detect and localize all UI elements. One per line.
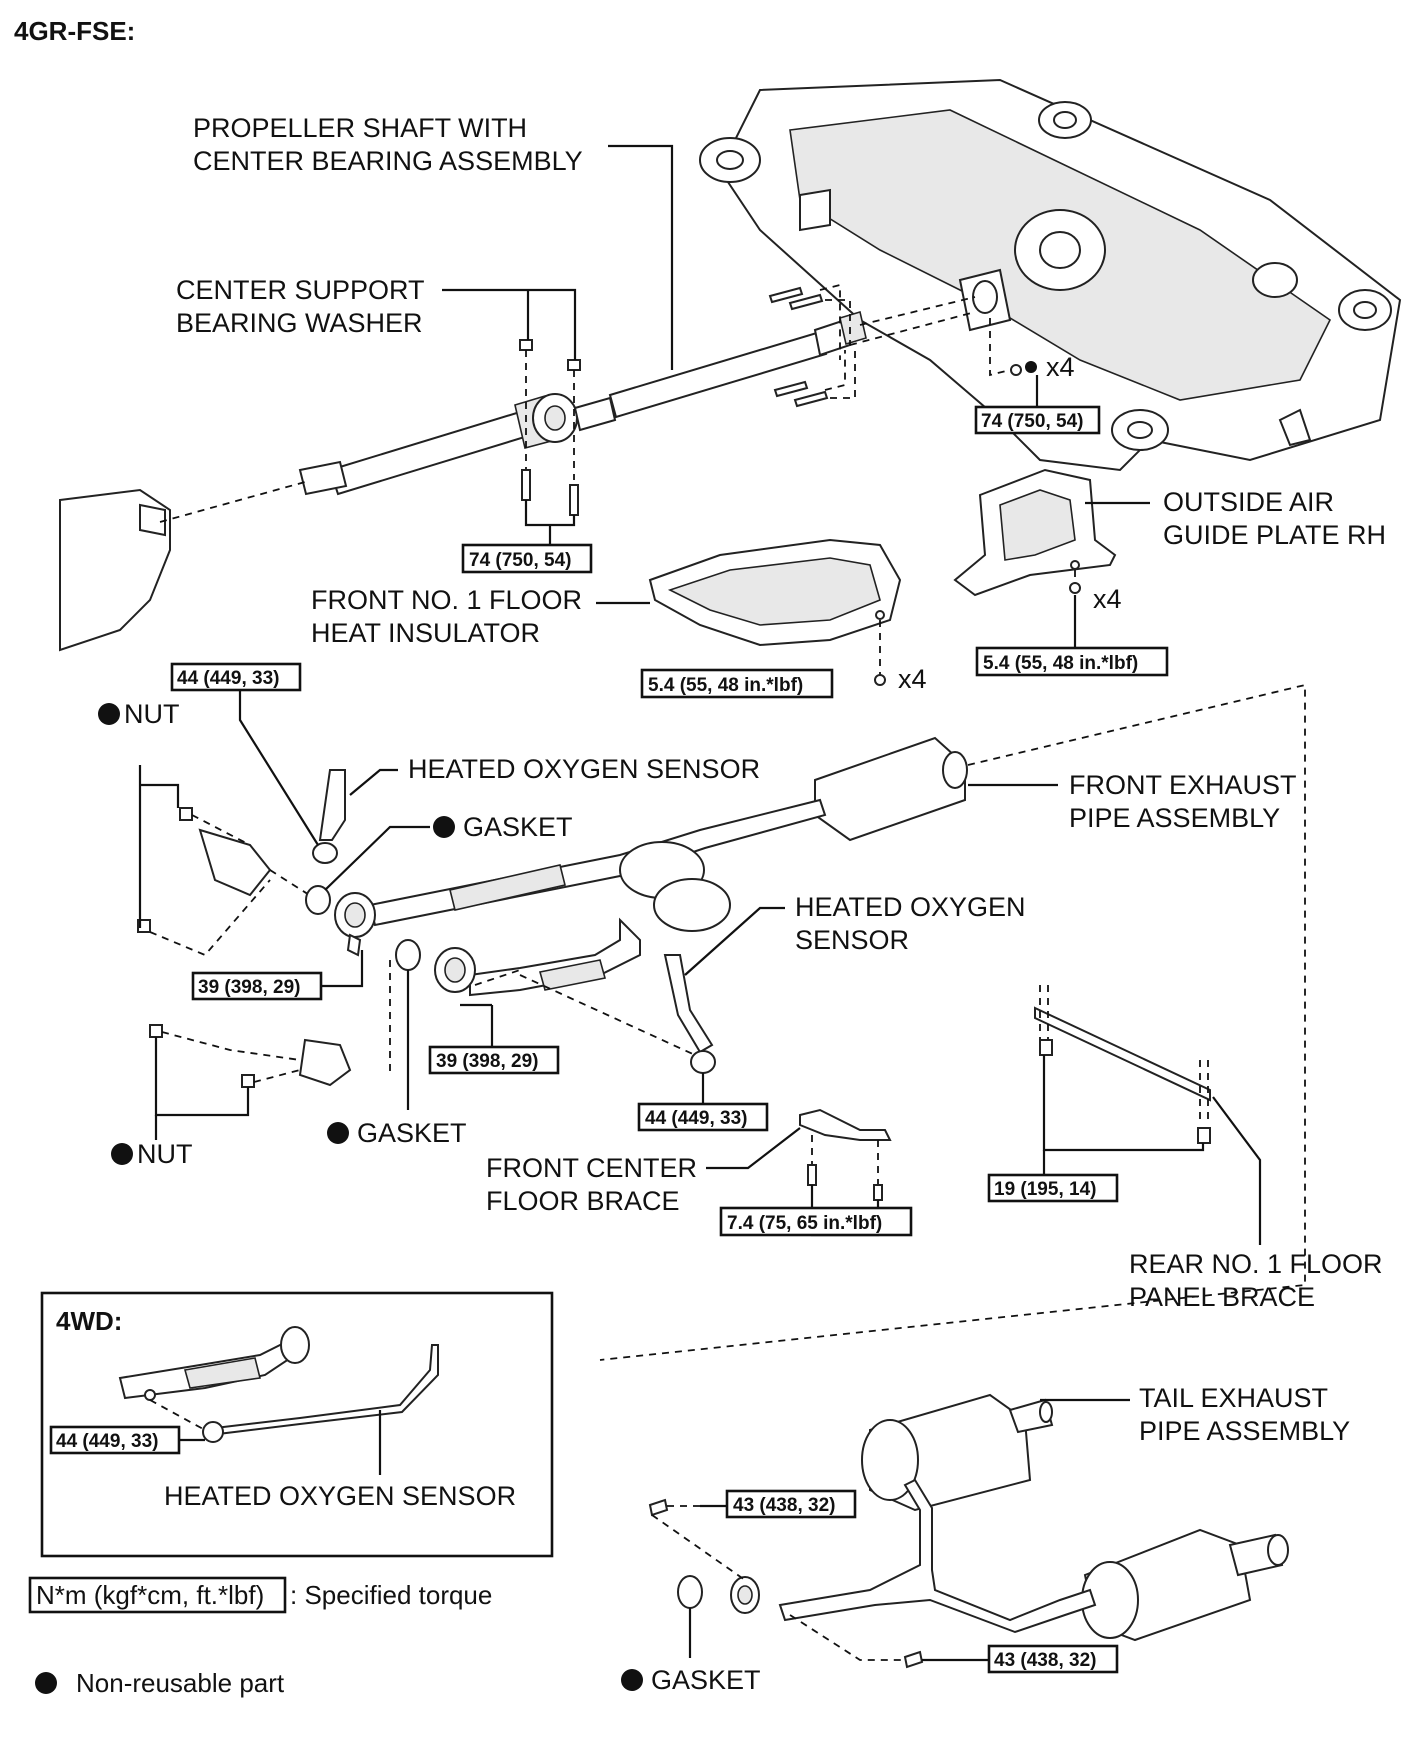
torque-box-o2-4wd [49, 1425, 181, 1455]
torque-box-center-bearing [461, 543, 593, 574]
front-center-brace-label-1: FRONT CENTER [486, 1153, 697, 1183]
torque-box-rear-brace [987, 1173, 1119, 1203]
legend-torque-desc: : Specified torque [290, 1580, 492, 1610]
torque-box-front-brace [719, 1206, 913, 1237]
gasket-bottom-label: GASKET [651, 1665, 761, 1695]
torque-box-o2-top [170, 662, 302, 692]
torque-tail-bottom: 43 (438, 32) [994, 1650, 1096, 1671]
center-support-leader [442, 288, 577, 360]
gasket-bottom-icon [677, 1575, 703, 1609]
outside-air-guide-label-2: GUIDE PLATE RH [1163, 520, 1386, 550]
nonreusable-marker-gasket-bottom [621, 1669, 643, 1691]
heated-o2-mid-label-2: SENSOR [795, 925, 909, 955]
propeller-shaft-illustration [59, 280, 998, 652]
torque-box-shaft-rear [974, 405, 1101, 435]
gasket-mid-icon [395, 939, 421, 971]
torque-box-tail-top [725, 1489, 857, 1519]
nonreusable-marker-gasket-mid [327, 1122, 349, 1144]
propeller-shaft-label-1: PROPELLER SHAFT WITH [193, 113, 527, 143]
front-exhaust-label-1: FRONT EXHAUST [1069, 770, 1297, 800]
qty-x4-air-guide: x4 [1093, 584, 1122, 614]
torque-o2-mid: 44 (449, 33) [645, 1108, 747, 1129]
torque-box-heat-insulator [640, 668, 834, 699]
heat-insulator-illustration [648, 538, 902, 686]
torque-air-guide: 5.4 (55, 48 in.*lbf) [983, 653, 1138, 674]
torque-tail-top: 43 (438, 32) [733, 1495, 835, 1516]
torque-box-tail-bottom [987, 1644, 1119, 1674]
front-exhaust-label-2: PIPE ASSEMBLY [1069, 803, 1280, 833]
shaft-align-line [159, 481, 306, 523]
tail-exhaust-label-1: TAIL EXHAUST [1139, 1383, 1328, 1413]
center-support-label-1: CENTER SUPPORT [176, 275, 425, 305]
torque-flange-right: 39 (398, 29) [436, 1051, 538, 1072]
torque-front-brace: 7.4 (75, 65 in.*lbf) [727, 1213, 882, 1234]
torque-heat-insulator: 5.4 (55, 48 in.*lbf) [648, 675, 803, 696]
heat-insulator-label-1: FRONT NO. 1 FLOOR [311, 585, 582, 615]
torque-shaft-rear: 74 (750, 54) [981, 411, 1083, 432]
manifold-bottom-illustration [149, 1024, 352, 1088]
heat-insulator-label-2: HEAT INSULATOR [311, 618, 540, 648]
manifold-top-illustration [137, 807, 326, 957]
center-support-label-2: BEARING WASHER [176, 308, 423, 338]
torque-rear-brace: 19 (195, 14) [994, 1179, 1096, 1200]
heated-o2-sensor-top [312, 769, 346, 864]
qty-x4-shaft: x4 [1046, 352, 1075, 382]
nut-top-label: NUT [124, 699, 180, 729]
outside-air-guide-label-1: OUTSIDE AIR [1163, 487, 1334, 517]
legend-torque-box [28, 1576, 287, 1614]
nonreusable-marker-nut-top [98, 703, 120, 725]
propeller-shaft-leader [608, 144, 674, 370]
legend-torque-units: N*m (kgf*cm, ft.*lbf) [36, 1580, 264, 1610]
inset-sensor-label: HEATED OXYGEN SENSOR [164, 1481, 516, 1511]
torque-o2-4wd: 44 (449, 33) [56, 1431, 158, 1452]
torque-box-flange-right [428, 1045, 560, 1075]
rear-floor-brace-illustration [1034, 985, 1211, 1144]
nut-bottom-label: NUT [137, 1139, 193, 1169]
torque-box-air-guide [975, 646, 1169, 677]
tail-exhaust-label-2: PIPE ASSEMBLY [1139, 1416, 1350, 1446]
engine-header: 4GR-FSE: [14, 16, 135, 46]
heated-o2-top-label: HEATED OXYGEN SENSOR [408, 754, 760, 784]
center-bearing-hardware [519, 339, 581, 516]
front-exhaust-pipe-illustration [334, 736, 968, 997]
front-center-brace-illustration [799, 1108, 892, 1201]
torque-flange-left: 39 (398, 29) [198, 977, 300, 998]
gasket-top-icon [305, 885, 331, 915]
front-center-brace-label-2: FLOOR BRACE [486, 1186, 680, 1216]
gasket-mid-label: GASKET [357, 1118, 467, 1148]
rear-subframe-illustration [699, 78, 1402, 472]
inset-4wd-pipe-illustration [118, 1326, 439, 1443]
torque-center-bearing: 74 (750, 54) [469, 550, 571, 571]
flange-bolt-left [346, 933, 362, 957]
torque-o2-top: 44 (449, 33) [177, 668, 279, 689]
tail-exhaust-pipe-illustration [648, 1393, 1289, 1669]
gasket-top-label: GASKET [463, 812, 573, 842]
heated-o2-sensor-mid [519, 954, 716, 1074]
legend-nonreusable-text: Non-reusable part [76, 1668, 285, 1698]
propeller-shaft-label-2: CENTER BEARING ASSEMBLY [193, 146, 583, 176]
rear-floor-brace-label-2: PANEL BRACE [1129, 1282, 1315, 1312]
torque-box-flange-left [191, 971, 323, 1001]
rear-floor-brace-label-1: REAR NO. 1 FLOOR [1129, 1249, 1383, 1279]
shaft-flange-bolts [768, 283, 1037, 408]
legend-nonreusable-marker [35, 1672, 57, 1694]
outside-air-guide-plate-illustration [953, 468, 1117, 597]
nonreusable-marker-gasket-top [433, 816, 455, 838]
nonreusable-marker-nut-bottom [111, 1143, 133, 1165]
qty-x4-heat-insulator: x4 [898, 664, 927, 694]
inset-4wd-title: 4WD: [56, 1306, 122, 1336]
heated-o2-mid-label-1: HEATED OXYGEN [795, 892, 1026, 922]
exhaust-section-boundary [599, 683, 1306, 1361]
